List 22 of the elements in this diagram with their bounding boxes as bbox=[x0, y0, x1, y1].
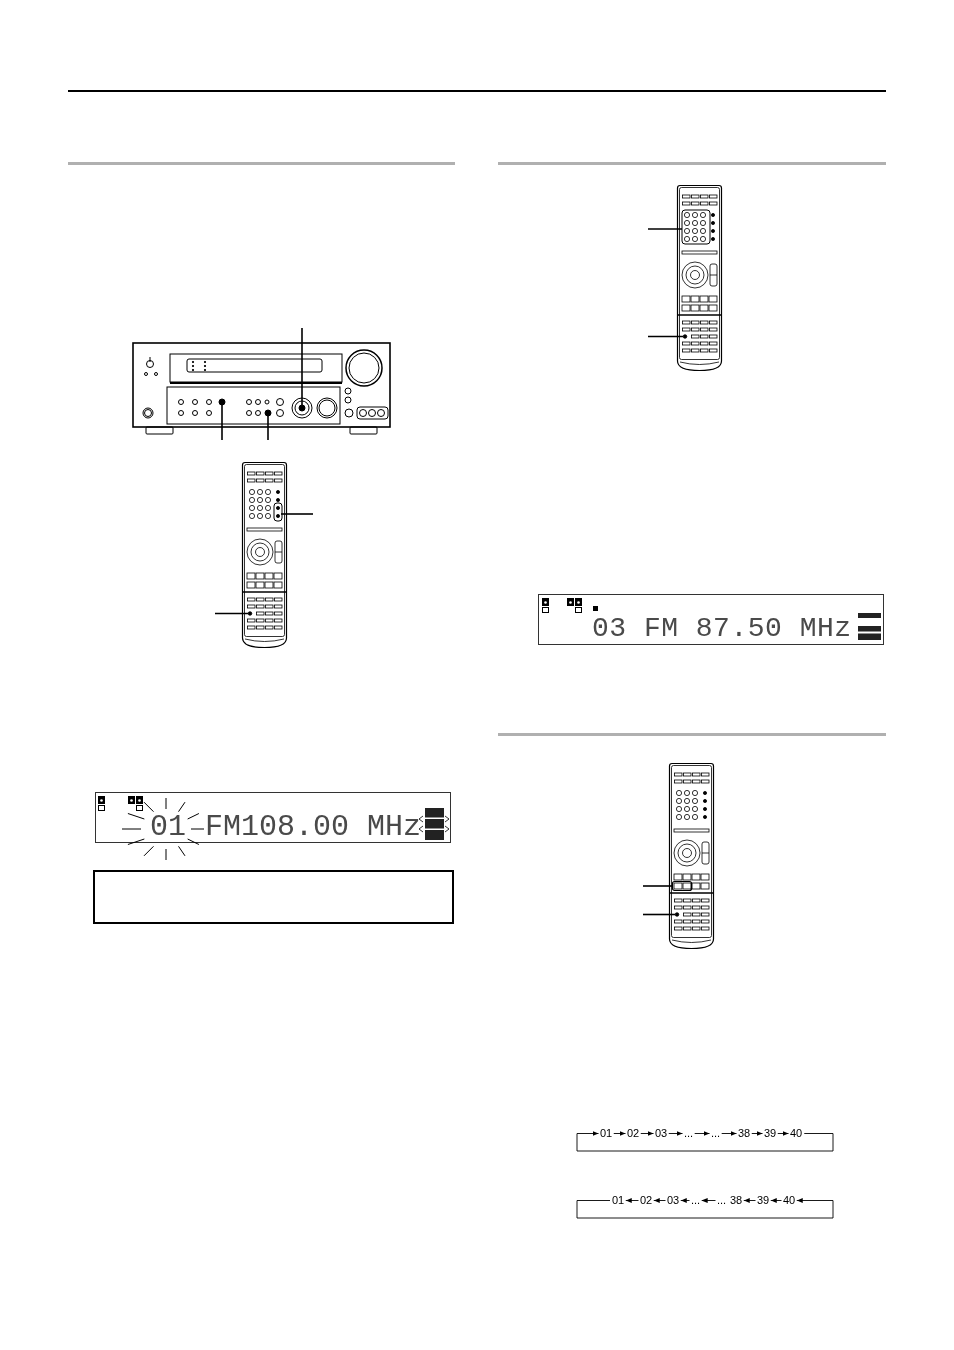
lcd-display bbox=[538, 594, 884, 645]
blank-frame bbox=[93, 870, 454, 924]
sequence-number: ... bbox=[684, 1127, 694, 1140]
sequence-number: 39 bbox=[757, 1194, 770, 1207]
sequence-number: 40 bbox=[783, 1194, 796, 1207]
sequence-number: 03 bbox=[667, 1194, 680, 1207]
sequence-number: ... bbox=[691, 1194, 701, 1207]
sequence-number: 01 bbox=[612, 1194, 625, 1207]
sequence-number: 39 bbox=[764, 1127, 777, 1140]
sequence-number: 01 bbox=[600, 1127, 613, 1140]
sequence-number: 38 bbox=[738, 1127, 751, 1140]
display-readout: FM108.00 MHz bbox=[205, 812, 422, 842]
sequence-number: 38 bbox=[730, 1194, 743, 1207]
sequence-number: 02 bbox=[627, 1127, 640, 1140]
sequence-number: 40 bbox=[790, 1127, 803, 1140]
display-readout: 01 bbox=[150, 812, 186, 842]
sequence-number: ... bbox=[711, 1127, 721, 1140]
sequence-number: 03 bbox=[655, 1127, 668, 1140]
arrow bbox=[680, 1198, 690, 1203]
sequence-number: ... bbox=[717, 1194, 727, 1207]
display-readout: 03 FM 87.50 MHz bbox=[592, 615, 852, 643]
sequence-number: 02 bbox=[640, 1194, 653, 1207]
